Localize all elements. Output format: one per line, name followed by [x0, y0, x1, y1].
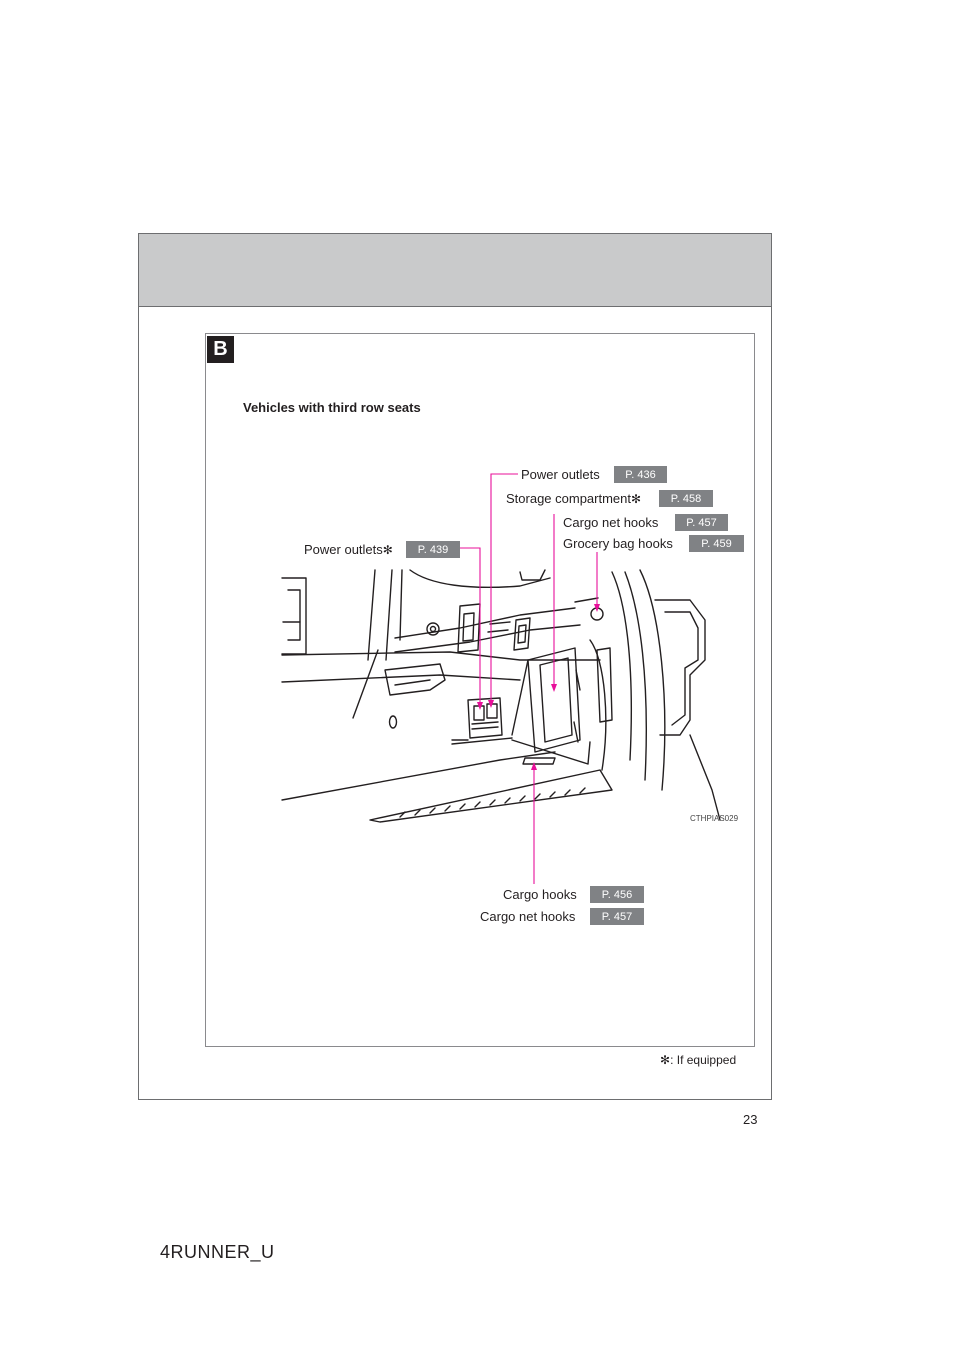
- if-equipped-mark: ✻: [631, 492, 642, 506]
- image-code: CTHPIAS029: [690, 814, 739, 823]
- callout-storage-compartment: Storage compartment✻: [506, 491, 641, 506]
- section-badge: B: [207, 336, 234, 363]
- manual-code: 4RUNNER_U: [160, 1242, 275, 1262]
- ref-badge-p457-top[interactable]: P. 457: [675, 514, 728, 531]
- ref-badge-p456[interactable]: P. 456: [590, 886, 644, 903]
- storage-compartment-label: Storage compartment: [506, 491, 632, 506]
- illustration-box: [205, 333, 755, 1047]
- callout-cargo-hooks: Cargo hooks: [503, 887, 577, 902]
- header-band: [139, 234, 771, 307]
- callout-grocery-bag-hooks: Grocery bag hooks: [563, 536, 673, 551]
- callout-power-outlets-top: Power outlets: [521, 467, 600, 482]
- ref-badge-p436[interactable]: P. 436: [614, 466, 667, 483]
- page-number: 23: [743, 1112, 758, 1127]
- ref-badge-p458[interactable]: P. 458: [659, 490, 713, 507]
- callout-cargo-net-hooks-top: Cargo net hooks: [563, 515, 659, 530]
- ref-badge-p439[interactable]: P. 439: [406, 541, 460, 558]
- power-outlets-left-label: Power outlets: [304, 542, 383, 557]
- footnote-text: : If equipped: [670, 1053, 737, 1067]
- callout-cargo-net-hooks-bottom: Cargo net hooks: [480, 909, 576, 924]
- ref-badge-p457-bottom[interactable]: P. 457: [590, 908, 644, 925]
- if-equipped-mark: ✻: [660, 1053, 671, 1067]
- footnote: ✻: If equipped: [660, 1053, 736, 1067]
- callout-power-outlets-left: Power outlets✻: [304, 542, 393, 557]
- if-equipped-mark: ✻: [382, 543, 393, 557]
- section-subtitle: Vehicles with third row seats: [243, 400, 421, 415]
- ref-badge-p459[interactable]: P. 459: [689, 535, 744, 552]
- page-frame: [138, 233, 772, 1100]
